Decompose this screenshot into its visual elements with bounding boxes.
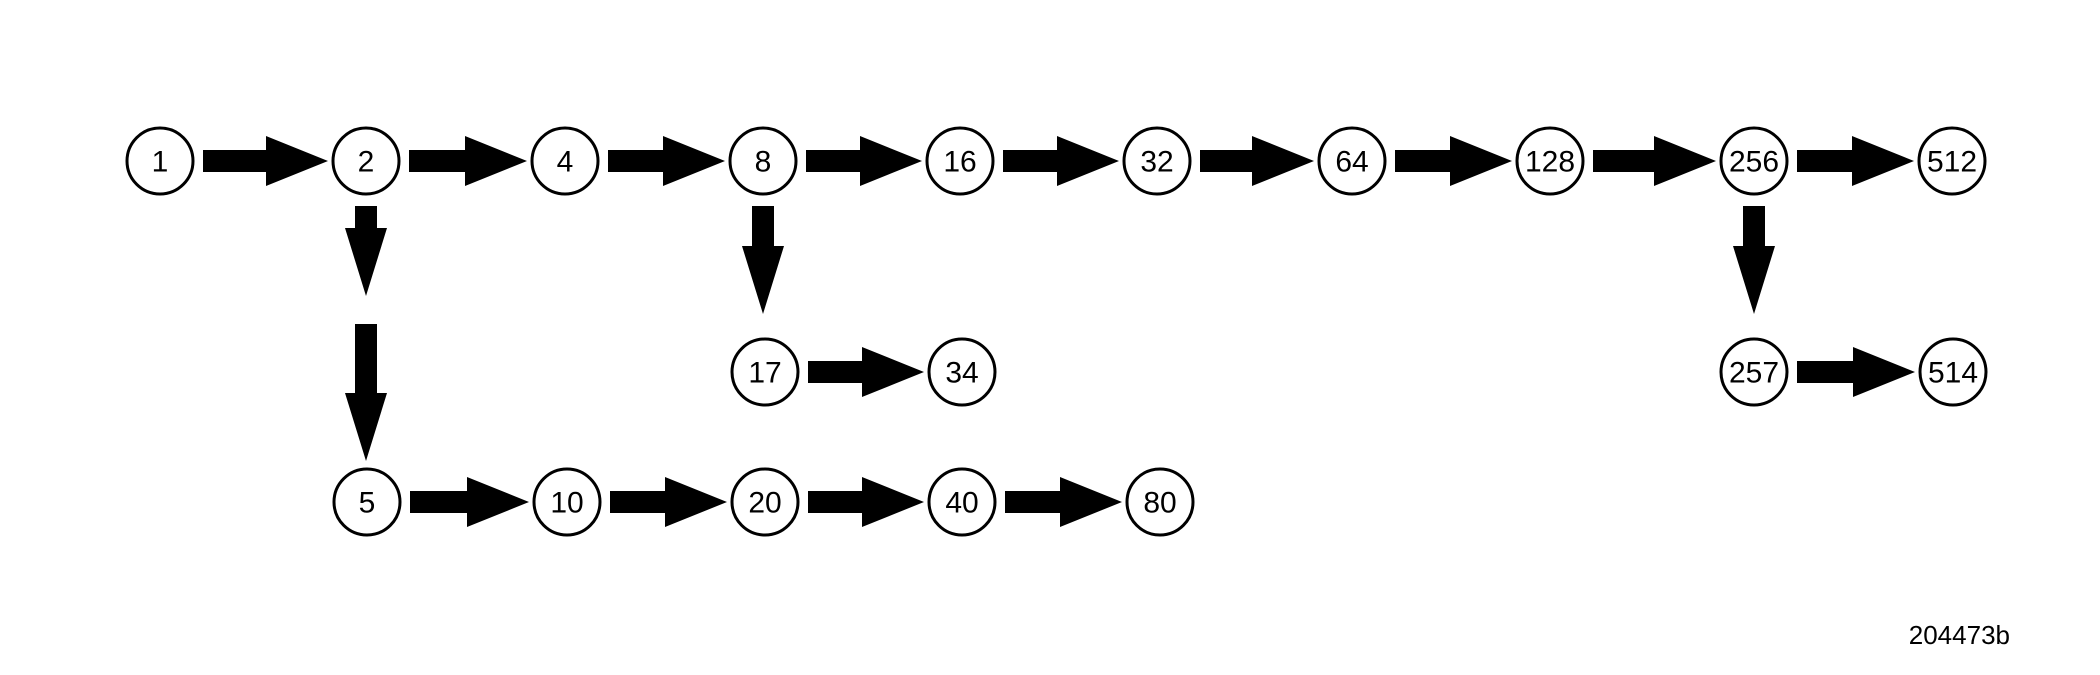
node-4: 4	[530, 126, 600, 196]
arrow-1-to-2	[203, 136, 328, 186]
node-17: 17	[730, 337, 800, 407]
node-circle	[925, 126, 995, 196]
node-circle	[331, 126, 401, 196]
node-label: 5	[359, 487, 376, 520]
node-128: 128	[1515, 126, 1585, 196]
node-40: 40	[927, 467, 997, 537]
node-circle	[1122, 126, 1192, 196]
node-label: 4	[557, 146, 574, 179]
node-circle	[1918, 337, 1988, 407]
arrow-64-to-128	[1395, 136, 1512, 186]
nodes-layer: 1 2 4 8 16 32 64 128 256 512 17 34 257 514 5 10 20 40 80	[125, 126, 1988, 537]
node-64: 64	[1317, 126, 1387, 196]
node-34: 34	[927, 337, 997, 407]
node-2: 2	[331, 126, 401, 196]
node-label: 40	[945, 487, 978, 520]
node-label: 128	[1525, 146, 1575, 179]
arrow-32-to-64	[1200, 136, 1314, 186]
node-label: 1	[152, 146, 169, 179]
node-label: 257	[1729, 357, 1779, 390]
arrow-128-to-256	[1593, 136, 1716, 186]
node-label: 256	[1729, 146, 1779, 179]
node-circle	[927, 467, 997, 537]
node-label: 32	[1140, 146, 1173, 179]
arrow-8-to-17	[742, 206, 784, 314]
node-10: 10	[532, 467, 602, 537]
node-label: 16	[943, 146, 976, 179]
arrow-2-to-5-upper	[345, 206, 387, 296]
node-circle	[1719, 126, 1789, 196]
node-circle	[530, 126, 600, 196]
arrow-4-to-8	[608, 136, 725, 186]
node-label: 80	[1143, 487, 1176, 520]
node-256: 256	[1719, 126, 1789, 196]
node-circle	[730, 337, 800, 407]
arrow-10-to-20	[610, 477, 727, 527]
node-circle	[1515, 126, 1585, 196]
node-label: 34	[945, 357, 978, 390]
node-257: 257	[1719, 337, 1789, 407]
node-circle	[730, 467, 800, 537]
arrow-40-to-80	[1005, 477, 1122, 527]
node-circle	[1719, 337, 1789, 407]
node-circle	[1125, 467, 1195, 537]
node-514: 514	[1918, 337, 1988, 407]
arrow-16-to-32	[1003, 136, 1119, 186]
node-circle	[125, 126, 195, 196]
arrow-8-to-16	[806, 136, 922, 186]
node-label: 20	[748, 487, 781, 520]
node-circle	[1317, 126, 1387, 196]
node-16: 16	[925, 126, 995, 196]
node-circle	[927, 337, 997, 407]
node-circle	[1917, 126, 1987, 196]
node-32: 32	[1122, 126, 1192, 196]
node-20: 20	[730, 467, 800, 537]
arrow-256-to-512	[1797, 136, 1914, 186]
arrow-5-to-10	[410, 477, 529, 527]
arrows-layer	[203, 136, 1915, 527]
figure-id-label: 204473b	[1908, 620, 2010, 650]
arrow-257-to-514	[1797, 347, 1915, 397]
node-512: 512	[1917, 126, 1987, 196]
node-label: 514	[1928, 357, 1978, 390]
node-circle	[332, 467, 402, 537]
arrow-20-to-40	[808, 477, 924, 527]
node-label: 2	[358, 146, 375, 179]
node-80: 80	[1125, 467, 1195, 537]
arrow-2-to-5-lower	[345, 324, 387, 461]
node-label: 10	[550, 487, 583, 520]
arrow-256-to-257	[1733, 206, 1775, 314]
node-circle	[532, 467, 602, 537]
node-label: 17	[748, 357, 781, 390]
node-label: 512	[1927, 146, 1977, 179]
node-5: 5	[332, 467, 402, 537]
arrow-2-to-4	[409, 136, 527, 186]
node-1: 1	[125, 126, 195, 196]
node-label: 8	[755, 146, 772, 179]
node-label: 64	[1335, 146, 1368, 179]
node-8: 8	[728, 126, 798, 196]
node-circle	[728, 126, 798, 196]
arrow-17-to-34	[808, 347, 924, 397]
